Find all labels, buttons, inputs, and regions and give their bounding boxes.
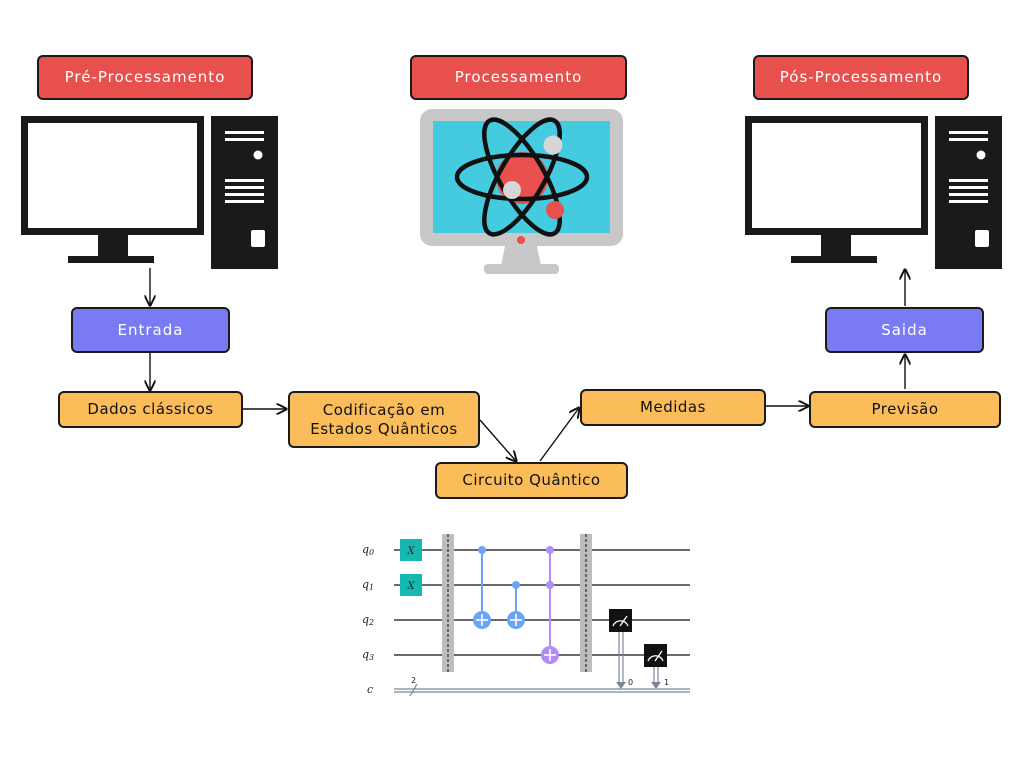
barrier-1 bbox=[442, 534, 454, 672]
atom-icon bbox=[454, 117, 590, 237]
saida-box: Saida bbox=[825, 307, 984, 353]
x-gate-q0-label: X bbox=[406, 546, 415, 557]
pre-processing-label: Pré-Processamento bbox=[37, 55, 253, 100]
quantum-computer-icon bbox=[420, 109, 623, 274]
x-gate-q1 bbox=[400, 574, 422, 596]
classical-wire bbox=[394, 683, 690, 697]
flow-arrows bbox=[150, 268, 905, 461]
cnot-gate-q0-q2 bbox=[473, 546, 491, 629]
qubit-label-q1: q1 bbox=[362, 578, 374, 592]
post-processing-label: Pós-Processamento bbox=[753, 55, 969, 100]
dados-classicos-box: Dados clássicos bbox=[58, 391, 243, 428]
classical-computer-right-icon bbox=[745, 116, 1002, 269]
cnot-gate-q1-q2 bbox=[507, 581, 525, 629]
previsao-box: Previsão bbox=[809, 391, 1001, 428]
entrada-box: Entrada bbox=[71, 307, 230, 353]
qubit-label-q0: q0 bbox=[362, 543, 374, 557]
measure-bit-0: 0 bbox=[628, 678, 633, 687]
x-gate-q0 bbox=[400, 539, 422, 561]
classical-computer-left-icon bbox=[21, 116, 278, 269]
measure-bit-1: 1 bbox=[664, 678, 669, 687]
measure-gate-q2: 0 bbox=[609, 609, 633, 689]
classical-bit-count: 2 bbox=[411, 676, 416, 685]
classical-register-label: c bbox=[367, 683, 373, 696]
measure-gate-q3: 1 bbox=[644, 644, 669, 689]
x-gate-q1-label: X bbox=[406, 581, 415, 592]
processing-label: Processamento bbox=[410, 55, 627, 100]
quantum-circuit: q0 q1 q2 q3 c 2 X X bbox=[362, 534, 690, 697]
codificacao-box: Codificação em Estados Quânticos bbox=[288, 391, 480, 448]
medidas-box: Medidas bbox=[580, 389, 766, 426]
toffoli-gate-q0-q1-q3 bbox=[541, 546, 559, 664]
qubit-label-q2: q2 bbox=[362, 613, 374, 627]
circuito-quantico-box: Circuito Quântico bbox=[435, 462, 628, 499]
qubit-label-q3: q3 bbox=[362, 648, 374, 662]
barrier-2 bbox=[580, 534, 592, 672]
